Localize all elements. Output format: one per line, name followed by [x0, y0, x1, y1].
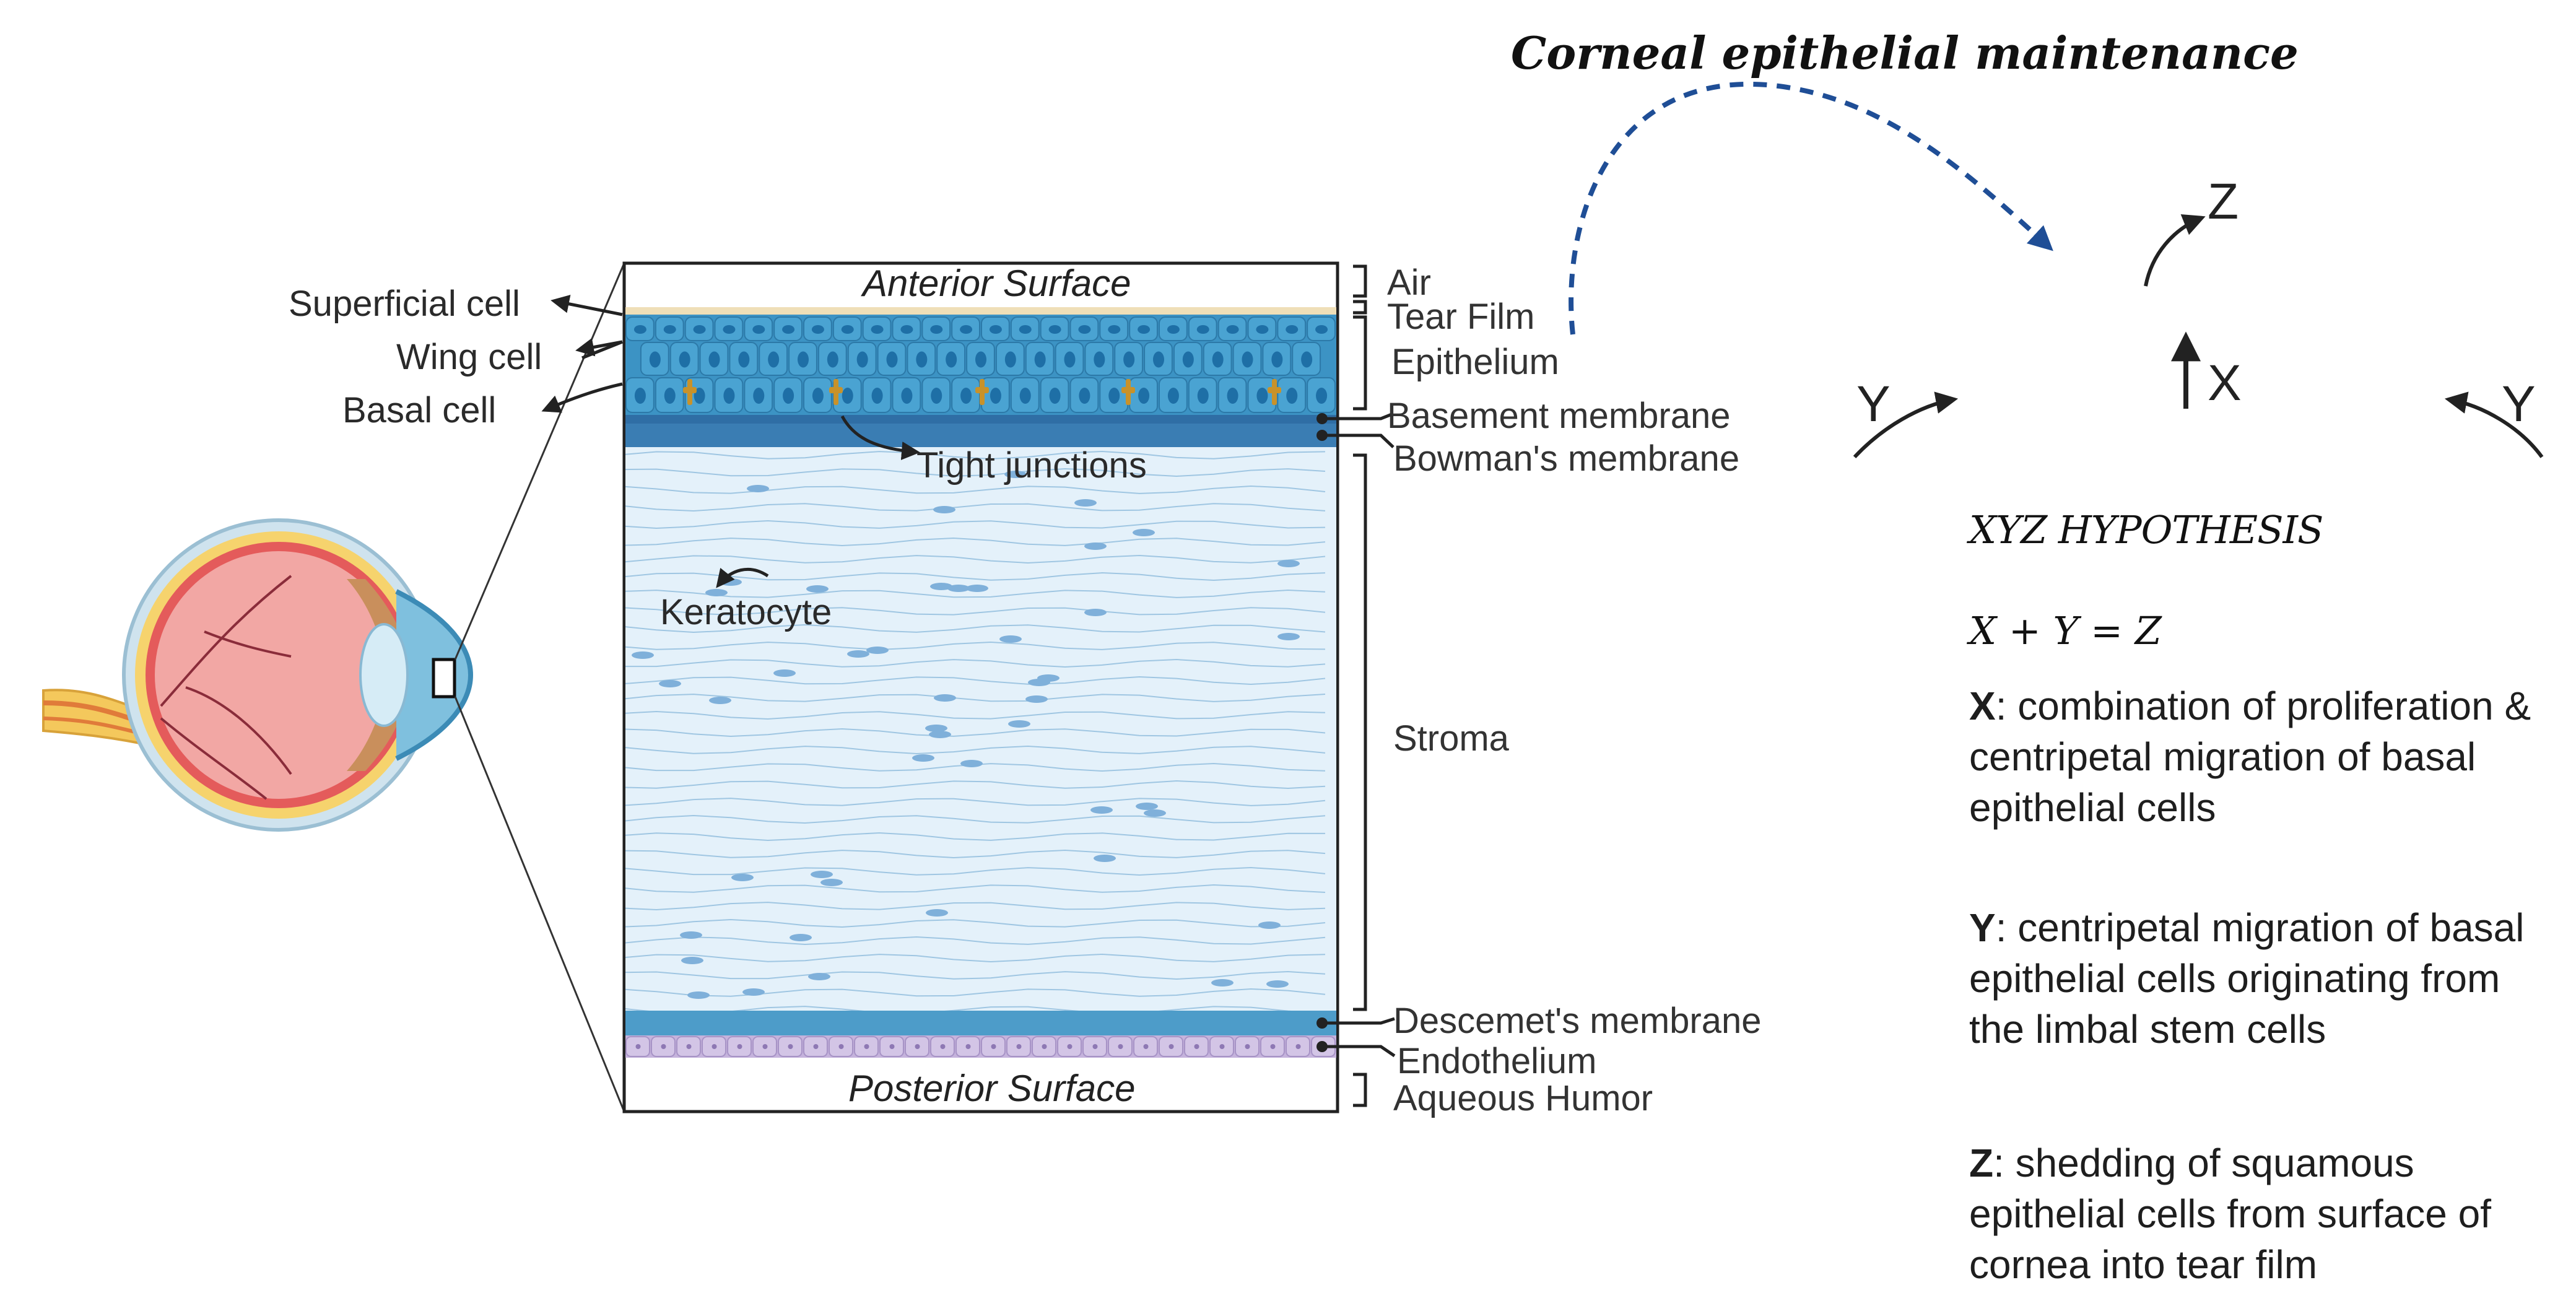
x-axis-label: X — [2208, 355, 2242, 411]
basement-membrane-label: Basement membrane — [1387, 396, 1731, 436]
hypothesis-heading: XYZ HYPOTHESIS — [1969, 507, 2324, 552]
cornea-cross-section — [622, 261, 1339, 1113]
tear-film-label: Tear Film — [1387, 297, 1535, 337]
z-axis-label: Z — [2208, 173, 2239, 230]
zoom-line-top — [454, 263, 625, 660]
tear-film-layer — [625, 307, 1336, 315]
descemets-membrane-label: Descemet's membrane — [1393, 1001, 1762, 1041]
stroma-layer — [625, 447, 1336, 1011]
diagram-title: Corneal epithelial maintenance — [1511, 27, 2299, 79]
aqueous-humor-label: Aqueous Humor — [1393, 1078, 1653, 1118]
tight-junctions-label: Tight junctions — [916, 445, 1147, 486]
y-right-arrow-icon — [2444, 391, 2544, 458]
basement-membrane-layer — [625, 415, 1336, 424]
keratocyte-label: Keratocyte — [660, 592, 832, 632]
descemets-membrane-layer — [625, 1011, 1336, 1035]
zoom-line-bottom — [454, 696, 625, 1112]
air-label: Air — [1387, 263, 1431, 303]
maintenance-dashed-arrow — [1569, 81, 2053, 335]
hypothesis-x-definition: X: combination of proliferation & centri… — [1969, 684, 2531, 830]
hypothesis-equation: X + Y = Z — [1969, 608, 2162, 653]
endothelium-label: Endothelium — [1397, 1041, 1597, 1081]
hypothesis-y-definition: Y: centripetal migration of basal epithe… — [1969, 905, 2525, 1052]
stroma-label: Stroma — [1393, 718, 1509, 759]
epithelium-label: Epithelium — [1391, 342, 1559, 382]
bowmans-membrane-label: Bowman's membrane — [1393, 438, 1740, 479]
y-right-axis-label: Y — [2502, 376, 2536, 432]
y-left-arrow-icon — [1853, 391, 1959, 459]
posterior-surface-label: Posterior Surface — [848, 1068, 1136, 1109]
superficial-cell-label: Superficial cell — [289, 284, 520, 324]
hypothesis-z-definition: Z: shedding of squamous epithelial cells… — [1969, 1141, 2492, 1287]
basal-cell-label: Basal cell — [342, 390, 497, 430]
bowmans-membrane-layer — [625, 424, 1336, 447]
layer-brackets — [1322, 264, 1396, 1107]
y-left-axis-label: Y — [1856, 376, 1891, 432]
anterior-surface-label: Anterior Surface — [863, 263, 1131, 304]
wing-cell-label: Wing cell — [396, 337, 542, 377]
z-arrow-icon — [2144, 214, 2206, 287]
eye-icon — [42, 518, 474, 832]
